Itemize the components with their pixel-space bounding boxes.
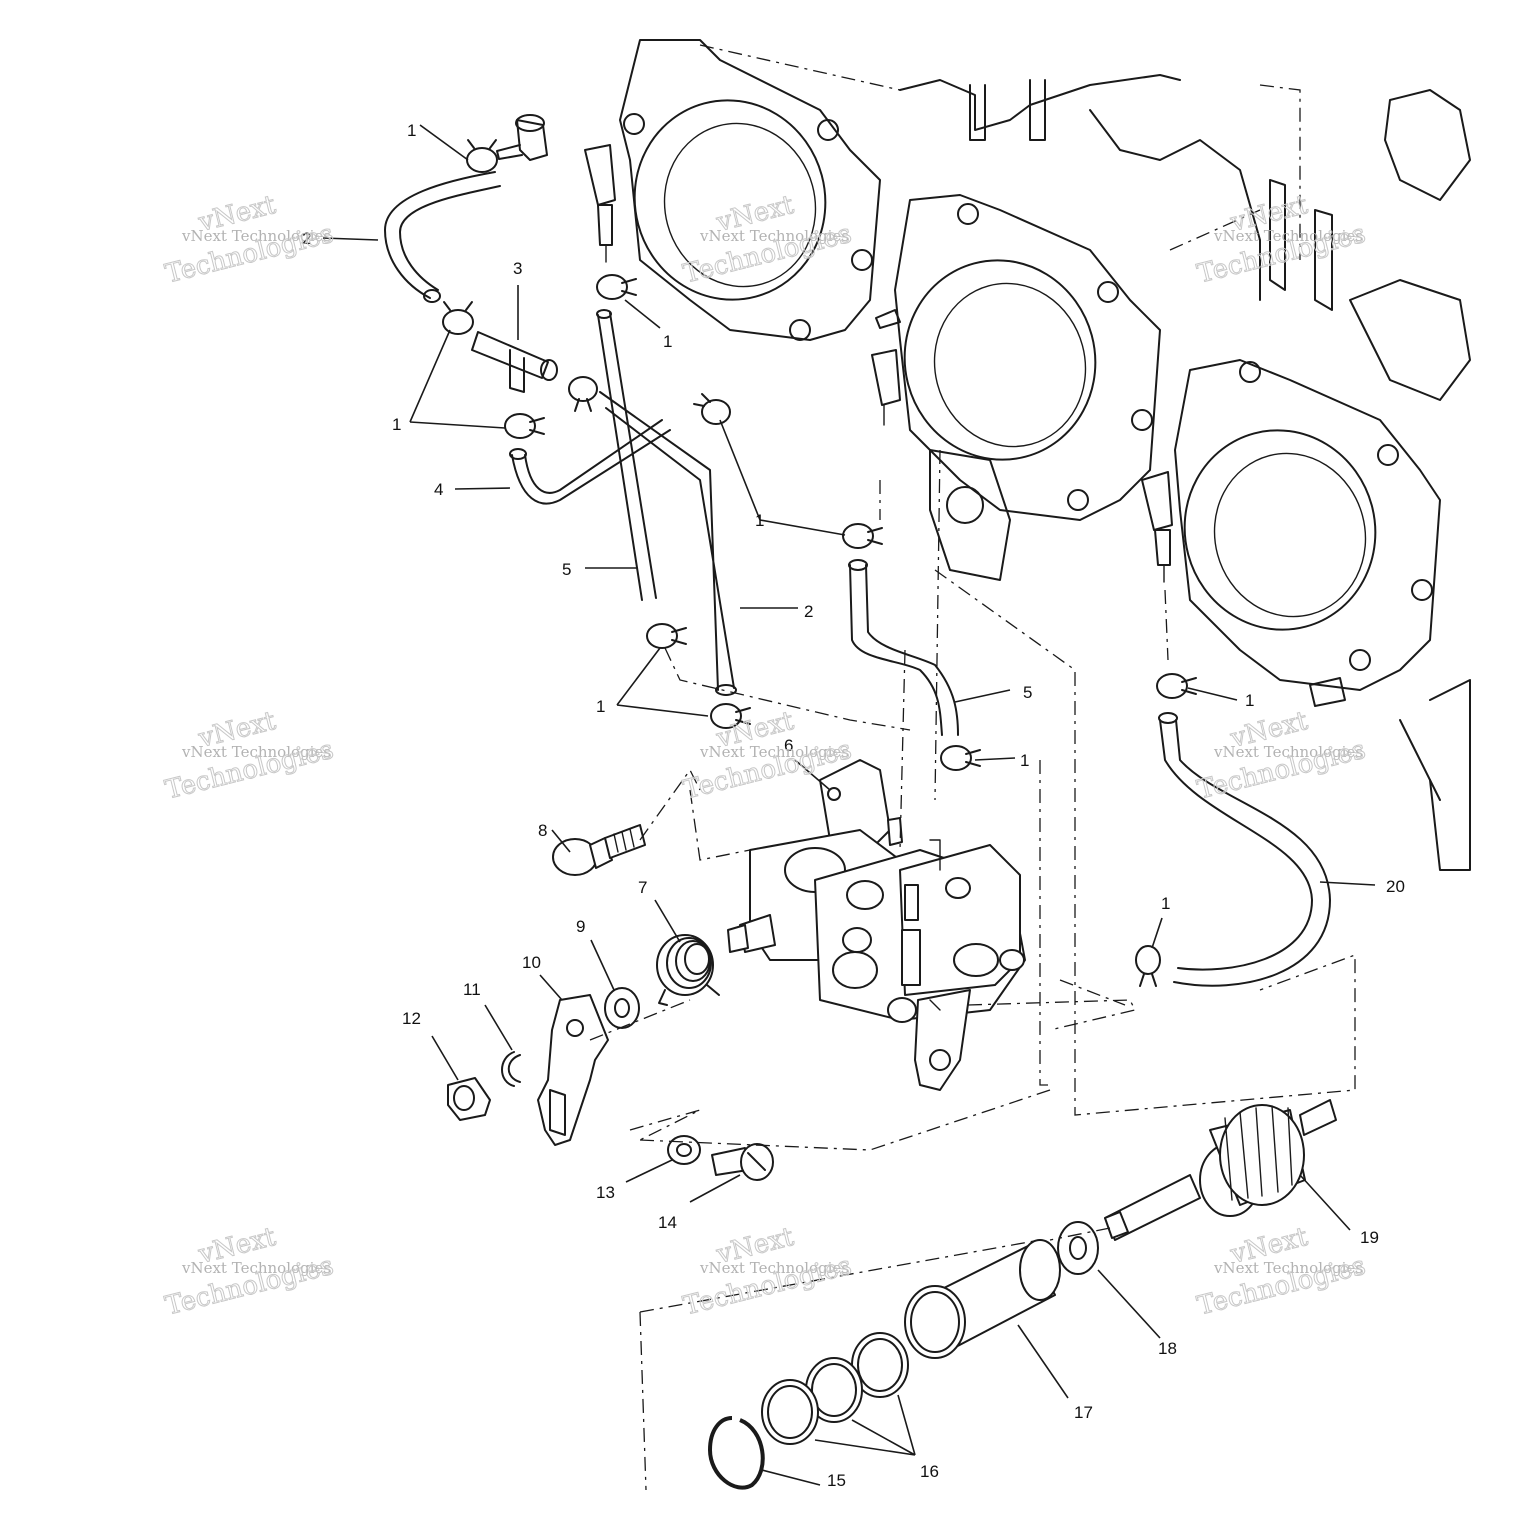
leader-lines xyxy=(322,124,1376,1486)
watermark: vNext vNext Technologies Technologies xyxy=(680,189,855,290)
clamp-11 xyxy=(1156,673,1197,699)
oil-pump-6 xyxy=(727,759,1026,1091)
callout-17: 17 xyxy=(1074,1403,1093,1422)
callout-11: 11 xyxy=(463,980,481,999)
callout-5: 5 xyxy=(1023,683,1032,702)
watermark: vNext vNext Technologies Technologies xyxy=(680,1221,855,1322)
screw-14 xyxy=(711,1143,774,1181)
watermark: vNext vNext Technologies Technologies xyxy=(162,189,337,290)
snap-ring-15 xyxy=(707,1416,765,1490)
callout-20: 20 xyxy=(1386,877,1405,896)
drive-gear-19 xyxy=(1104,1099,1337,1241)
watermark: vNext vNext Technologies Technologies xyxy=(1194,1221,1369,1322)
e-clip-11 xyxy=(501,1051,521,1087)
clamp-10 xyxy=(940,745,981,771)
callout-4: 4 xyxy=(434,480,443,499)
callout-18: 18 xyxy=(1158,1339,1177,1358)
svg-text:vNext Technologies: vNext Technologies xyxy=(181,1259,331,1277)
callout-8: 8 xyxy=(538,821,547,840)
clamp-5 xyxy=(596,274,637,300)
clamp-9 xyxy=(710,703,751,729)
callout-1: 1 xyxy=(1161,894,1170,913)
svg-text:vNext Technologies: vNext Technologies xyxy=(1213,743,1363,761)
callout-14: 14 xyxy=(658,1213,677,1232)
small-parts xyxy=(447,824,774,1181)
washer-9 xyxy=(604,987,640,1029)
washer-18 xyxy=(1057,1221,1099,1275)
watermark: vNext vNext Technologies Technologies xyxy=(162,1221,337,1322)
hose-5-left xyxy=(597,312,657,601)
callout-16: 16 xyxy=(920,1462,939,1481)
callout-labels: 1 2 3 1 1 4 1 5 2 1 5 1 6 1 8 7 9 10 11 … xyxy=(302,121,1405,1490)
callout-2: 2 xyxy=(804,602,813,621)
callout-1: 1 xyxy=(392,415,401,434)
svg-text:vNext Technologies: vNext Technologies xyxy=(1213,1259,1363,1277)
callout-1: 1 xyxy=(407,121,416,140)
watermark: vNext vNext Technologies Technologies xyxy=(162,705,337,806)
callout-3: 3 xyxy=(513,259,522,278)
hose-4 xyxy=(511,429,671,505)
tee-fitting-3 xyxy=(471,331,549,379)
svg-text:vNext Technologies: vNext Technologies xyxy=(181,743,331,761)
watermarks: vNext vNext Technologies Technologies vN… xyxy=(162,189,1369,1322)
clamp-4 xyxy=(568,376,598,412)
callout-15: 15 xyxy=(827,1471,846,1490)
callout-1: 1 xyxy=(663,332,672,351)
callout-1: 1 xyxy=(1020,751,1029,770)
hoses xyxy=(384,171,1331,987)
hose-20 xyxy=(1159,719,1331,987)
clamp-12 xyxy=(1135,945,1161,987)
banjo-bolt-8 xyxy=(552,824,646,876)
lever-arm-10 xyxy=(537,994,609,1146)
watermark: vNext vNext Technologies Technologies xyxy=(1194,705,1369,806)
callout-12: 12 xyxy=(402,1009,421,1028)
clamp-7 xyxy=(842,523,883,549)
washer-13 xyxy=(667,1135,701,1165)
clamp-2 xyxy=(442,301,474,335)
callout-7: 7 xyxy=(638,878,647,897)
hose-2-lower xyxy=(599,391,735,691)
hose-2-upper xyxy=(384,171,496,299)
clamp-8 xyxy=(646,623,687,649)
svg-text:vNext Technologies: vNext Technologies xyxy=(1213,227,1363,245)
o-rings-16 xyxy=(761,1332,909,1445)
svg-text:vNext Technologies: vNext Technologies xyxy=(699,743,849,761)
engine-cylinder-block xyxy=(584,39,1471,871)
callout-1: 1 xyxy=(1245,691,1254,710)
callout-19: 19 xyxy=(1360,1228,1379,1247)
watermark-text: vNext Technologies xyxy=(181,227,331,245)
callout-1: 1 xyxy=(596,697,605,716)
elbow-fitting xyxy=(496,114,548,161)
clamp-6 xyxy=(693,393,731,425)
callout-5: 5 xyxy=(562,560,571,579)
svg-text:vNext Technologies: vNext Technologies xyxy=(699,1259,849,1277)
svg-text:vNext Technologies: vNext Technologies xyxy=(699,227,849,245)
callout-13: 13 xyxy=(596,1183,615,1202)
callout-1: 1 xyxy=(755,511,764,530)
callout-6: 6 xyxy=(784,736,793,755)
hose-5-right xyxy=(849,564,959,736)
drive-shaft-assembly xyxy=(707,1099,1337,1490)
hose-clamps xyxy=(442,114,1197,987)
callout-10: 10 xyxy=(522,953,541,972)
clamp-1 xyxy=(466,139,498,173)
callout-9: 9 xyxy=(576,917,585,936)
callout-2: 2 xyxy=(302,229,311,248)
alignment-lines xyxy=(589,449,1356,1491)
bushing-17 xyxy=(904,1239,1061,1359)
nut-12 xyxy=(447,1077,491,1121)
watermark: vNext vNext Technologies Technologies xyxy=(1194,189,1369,290)
clamp-3 xyxy=(504,413,545,439)
spring-7 xyxy=(656,934,720,1006)
